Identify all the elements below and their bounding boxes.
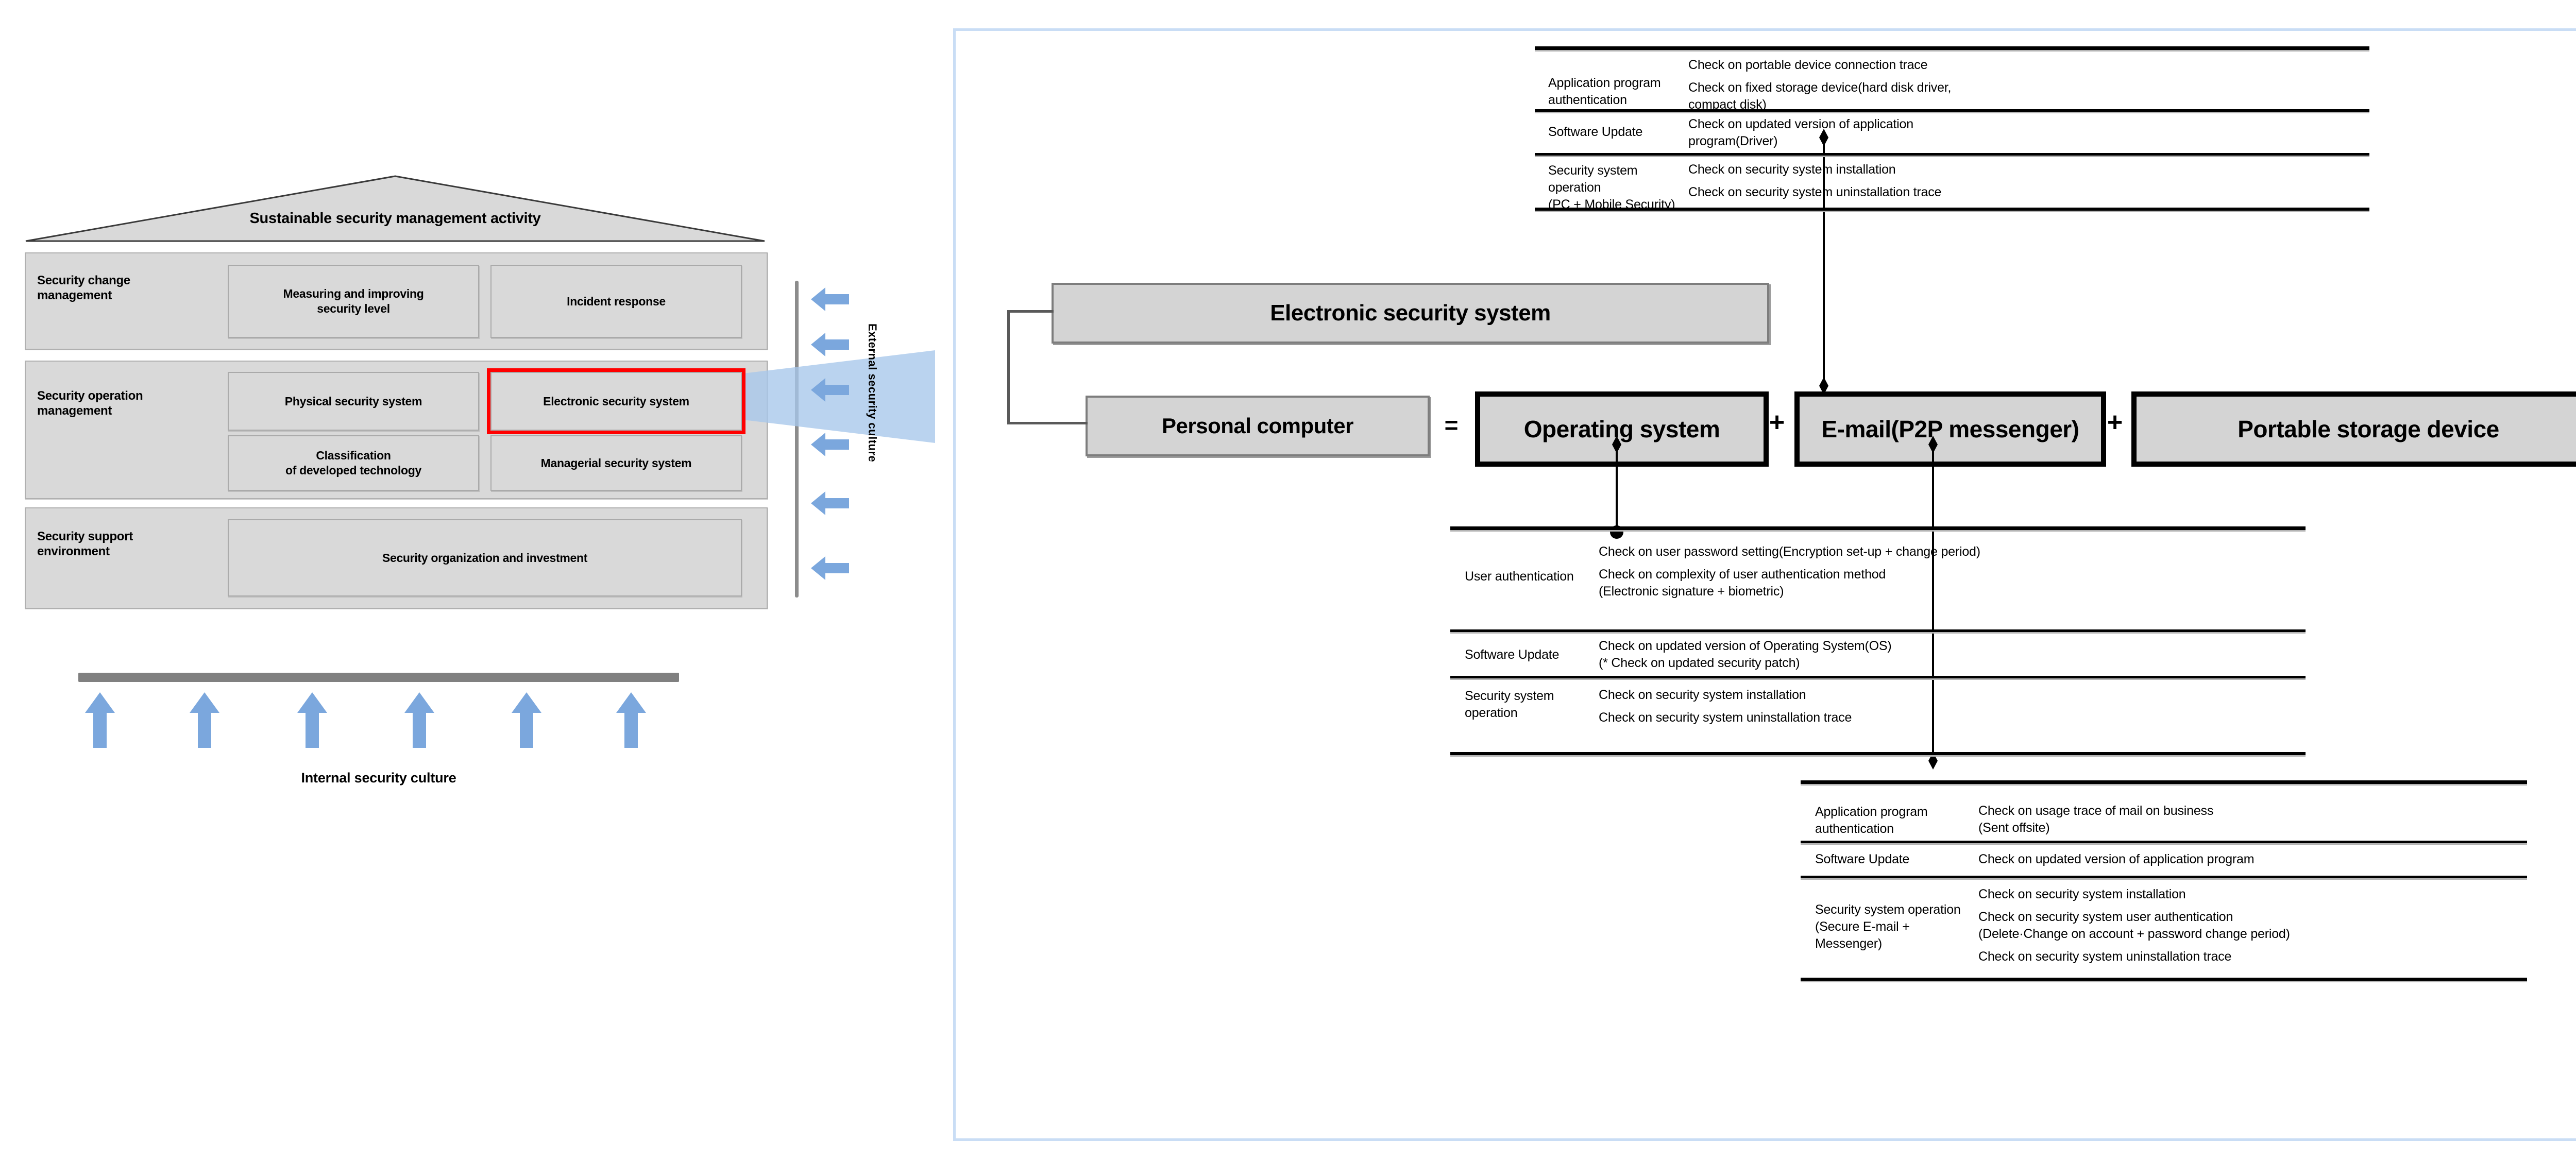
cell-electronic-security-system[interactable]: Electronic security system	[487, 368, 745, 434]
plus-sign-1: +	[1769, 407, 1785, 437]
equals-sign: =	[1444, 412, 1459, 438]
table-row-category: Software Update	[1548, 125, 1643, 139]
cell-incident-response[interactable]: Incident response	[490, 265, 742, 338]
band-title-security-support-environment: Security support environment	[37, 530, 133, 559]
security-management-house-diagram: Sustainable security management activity…	[0, 0, 935, 1160]
up-arrow-icon	[296, 691, 328, 752]
table-rule	[1801, 876, 2527, 880]
left-arrow-icon	[810, 286, 850, 315]
table-row-checks: Check on security system installation Ch…	[1688, 162, 1942, 199]
table-row-checks: Check on user password setting(Encryptio…	[1599, 544, 1980, 599]
table-rule	[1535, 109, 2369, 113]
connector-endpoint-diamond	[1819, 377, 1828, 395]
up-arrow-icon	[84, 691, 116, 752]
roof-shape: Sustainable security management activity	[25, 175, 766, 243]
connector-root-horizontal	[1007, 310, 1054, 313]
table-rule-bottom	[1535, 208, 2369, 212]
left-arrow-icon	[810, 432, 850, 460]
table-rule	[1450, 629, 2306, 634]
table-row-checks: Check on updated version of application …	[1688, 117, 1913, 148]
table-rule	[1535, 153, 2369, 157]
table-rule-bottom	[1801, 978, 2527, 982]
table-rule	[1801, 841, 2527, 845]
connector-endpoint-diamond	[1612, 436, 1621, 453]
table-row-checks: Check on updated version of Operating Sy…	[1599, 639, 1892, 670]
cell-classification-of-developed-technology[interactable]: Classification of developed technology	[228, 435, 479, 491]
email-table-rule-top	[1801, 780, 2527, 786]
table-row-category: Security system operation	[1465, 689, 1554, 720]
cell-security-organization-and-investment[interactable]: Security organization and investment	[228, 519, 742, 596]
cell-measuring-improving-security-level[interactable]: Measuring and improving security level	[228, 265, 479, 338]
left-arrow-icon	[810, 377, 850, 405]
table-row-category: Security system operation (PC + Mobile S…	[1548, 163, 1675, 212]
band-title-security-operation-management: Security operation management	[37, 389, 143, 418]
electronic-security-system-breakdown: Electronic security system Personal comp…	[953, 28, 2576, 1141]
node-electronic-security-system[interactable]: Electronic security system	[1052, 283, 1769, 344]
table-rule-bottom	[1450, 752, 2306, 757]
table-row-checks: Check on security system installation Ch…	[1978, 887, 2290, 964]
table-row-category: Application program authentication	[1548, 76, 1661, 107]
table-portable-storage-device	[1535, 21, 2369, 113]
external-boundary-rail	[795, 281, 799, 598]
table-row-checks: Check on security system installation Ch…	[1599, 688, 1852, 725]
connector-operating-system	[1616, 443, 1618, 536]
cell-managerial-security-system[interactable]: Managerial security system	[490, 435, 742, 491]
table-rule	[1450, 676, 2306, 680]
table-row-checks: Check on usage trace of mail on business…	[1978, 804, 2214, 835]
table-row-category: Application program authentication	[1815, 805, 1928, 836]
connector-root-vertical	[1007, 310, 1010, 424]
up-arrow-icon	[189, 691, 221, 752]
left-arrow-icon	[810, 555, 850, 584]
band-title-security-change-management: Security change management	[37, 274, 130, 303]
node-operating-system[interactable]: Operating system	[1475, 391, 1769, 467]
table-row-checks: Check on updated version of application …	[1978, 852, 2255, 866]
connector-portable-storage	[1823, 137, 1825, 392]
up-arrow-icon	[403, 691, 435, 752]
up-arrow-icon	[615, 691, 647, 752]
left-arrow-icon	[810, 332, 850, 360]
plus-sign-2: +	[2107, 407, 2123, 437]
os-table-rule-top	[1450, 526, 2306, 532]
connector-endpoint-diamond	[1819, 129, 1828, 146]
node-portable-storage-device[interactable]: Portable storage device	[2131, 391, 2576, 467]
table-row-category: User authentication	[1465, 569, 1574, 584]
connector-pc-horizontal	[1007, 422, 1088, 424]
foundation-bar	[78, 673, 679, 682]
up-arrow-icon	[511, 691, 543, 752]
table-row-category: Security system operation (Secure E-mail…	[1815, 902, 1961, 951]
left-arrow-icon	[810, 490, 850, 519]
connector-email	[1932, 443, 1934, 765]
connector-endpoint-diamond	[1928, 436, 1938, 453]
internal-security-culture-label: Internal security culture	[301, 770, 456, 786]
table-rule-top	[1535, 46, 2369, 52]
roof-label: Sustainable security management activity	[249, 210, 541, 227]
node-email-p2p-messenger[interactable]: E-mail(P2P messenger)	[1794, 391, 2106, 467]
table-row-category: Software Update	[1815, 852, 1910, 866]
table-row-category: Software Update	[1465, 647, 1560, 662]
external-security-culture-label: External security culture	[866, 323, 879, 463]
table-row-checks: Check on portable device connection trac…	[1688, 58, 1952, 112]
cell-physical-security-system[interactable]: Physical security system	[228, 372, 479, 431]
node-personal-computer[interactable]: Personal computer	[1086, 396, 1430, 456]
